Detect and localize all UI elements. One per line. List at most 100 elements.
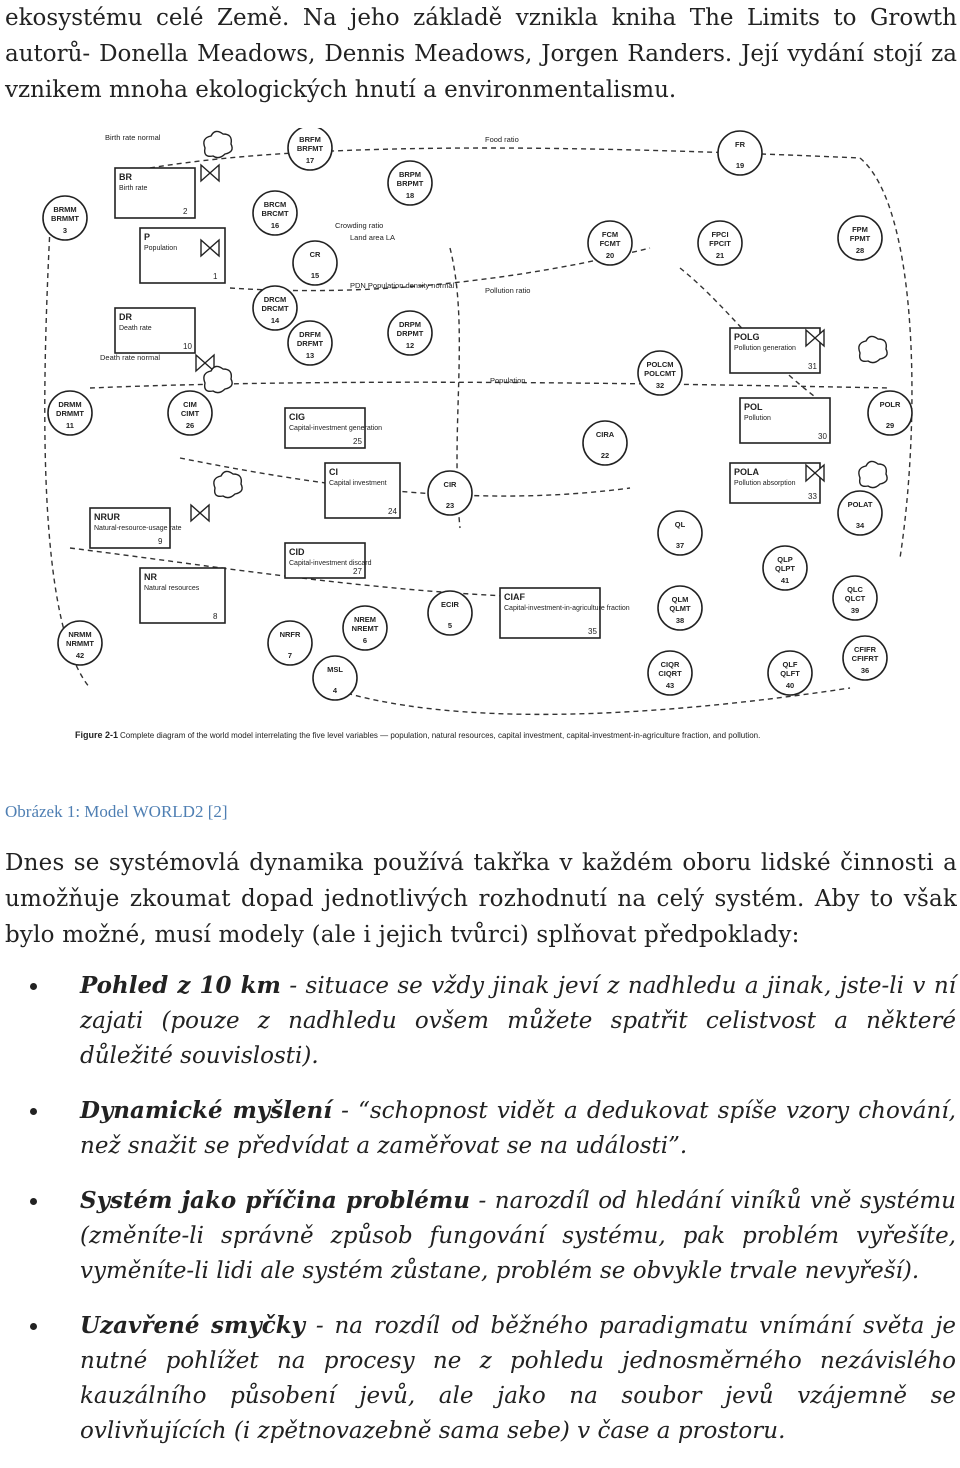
list-item-text: - “schopnost vidět a dedukovat spíše vzo… — [80, 1098, 956, 1159]
flow-curve — [44, 227, 91, 689]
level-code: POL — [744, 402, 763, 412]
aux-num: 32 — [656, 381, 664, 390]
aux-num: 19 — [736, 161, 744, 170]
level-name: Death rate — [119, 325, 152, 332]
valve-icon — [190, 503, 210, 523]
aux-code: CIR — [444, 480, 458, 489]
aux-code: BRPM — [399, 170, 421, 179]
aux-num: 20 — [606, 251, 614, 260]
diagram-label: Birth rate normal — [105, 133, 161, 142]
aux-code: NRMM — [68, 630, 91, 639]
level-num: 2 — [183, 207, 188, 216]
level-code: CIAF — [504, 592, 525, 602]
aux-code: DRFM — [299, 330, 321, 339]
prerequisites-list: Pohled z 10 km - situace se vždy jinak j… — [0, 968, 960, 1468]
level-num: 25 — [353, 437, 362, 446]
list-item-text: - na rozdíl od běžného paradigmatu vnímá… — [80, 1313, 956, 1444]
aux-code: DRPM — [399, 320, 421, 329]
level-ciaf: CIAF Capital-investment-in-agriculture fr… — [499, 587, 630, 639]
bullet-icon — [30, 983, 37, 990]
aux-code: CFIFR — [854, 645, 877, 654]
level-code: BR — [119, 172, 132, 182]
level-name: Capital-investment discard — [289, 560, 372, 567]
aux-num: 43 — [666, 681, 674, 690]
aux-num: 36 — [861, 666, 869, 675]
level-name: Pollution generation — [734, 345, 796, 352]
aux-code: BRMMT — [51, 214, 79, 223]
bullet-icon — [30, 1323, 37, 1330]
list-item: Uzavřené smyčky - na rozdíl od běžného p… — [0, 1308, 960, 1449]
level-num: 1 — [213, 272, 218, 281]
aux-code: CIRA — [596, 430, 615, 439]
aux-code: FPCI — [711, 230, 728, 239]
level-name: Pollution — [744, 415, 771, 422]
aux-code: MSL — [327, 665, 343, 674]
figure-caption: Complete diagram of the world model inte… — [120, 731, 760, 740]
level-code: CIG — [289, 412, 305, 422]
aux-num: 14 — [271, 316, 280, 325]
aux-num: 39 — [851, 606, 859, 615]
aux-code: QLF — [783, 660, 798, 669]
aux-num: 3 — [63, 226, 67, 235]
body-paragraph: Dnes se systémovlá dynamika používá takř… — [5, 850, 957, 948]
aux-code: QLCT — [845, 594, 866, 603]
cloud-icon — [203, 130, 233, 159]
valve-icon — [805, 328, 825, 348]
diagram-label: Crowding ratio — [335, 221, 383, 230]
aux-code: QLMT — [669, 604, 691, 613]
aux-code: NRMMT — [66, 639, 94, 648]
level-name: Population — [144, 245, 177, 252]
list-item: Dynamické myšlení - “schopnost vidět a d… — [0, 1093, 960, 1164]
aux-code: CIM — [183, 400, 197, 409]
aux-code: POLCMT — [644, 369, 676, 378]
aux-code: BRCMT — [261, 209, 288, 218]
aux-num: 29 — [886, 421, 894, 430]
level-code: POLA — [734, 467, 760, 477]
cloud-icon — [203, 365, 233, 394]
level-name: Natural-resource-usage rate — [94, 525, 182, 532]
level-num: 10 — [183, 342, 192, 351]
aux-num: 4 — [333, 686, 338, 695]
level-name: Capital investment — [329, 480, 387, 487]
list-item-text: - situace se vždy jinak jeví z nadhledu … — [80, 973, 956, 1069]
flow-curve — [179, 457, 631, 497]
list-item-term: Dynamické myšlení — [80, 1097, 332, 1124]
aux-num: 11 — [66, 421, 74, 430]
diagram-label: Food ratio — [485, 135, 519, 144]
level-name: Capital-investment-in-agriculture fracti… — [504, 605, 630, 612]
aux-num: 40 — [786, 681, 794, 690]
aux-num: 15 — [311, 271, 319, 280]
aux-num: 37 — [676, 541, 684, 550]
aux-code: DRMM — [58, 400, 81, 409]
aux-code: QLPT — [775, 564, 795, 573]
cloud-icon — [858, 460, 888, 489]
aux-code: QLC — [847, 585, 863, 594]
aux-code: FCMT — [600, 239, 621, 248]
aux-num: 23 — [446, 501, 454, 510]
level-dr: DR Death rate 10 — [114, 307, 196, 354]
aux-code: FCM — [602, 230, 618, 239]
level-name: Natural resources — [144, 585, 200, 592]
figure-label: Figure 2-1 — [75, 730, 118, 740]
level-code: DR — [119, 312, 132, 322]
